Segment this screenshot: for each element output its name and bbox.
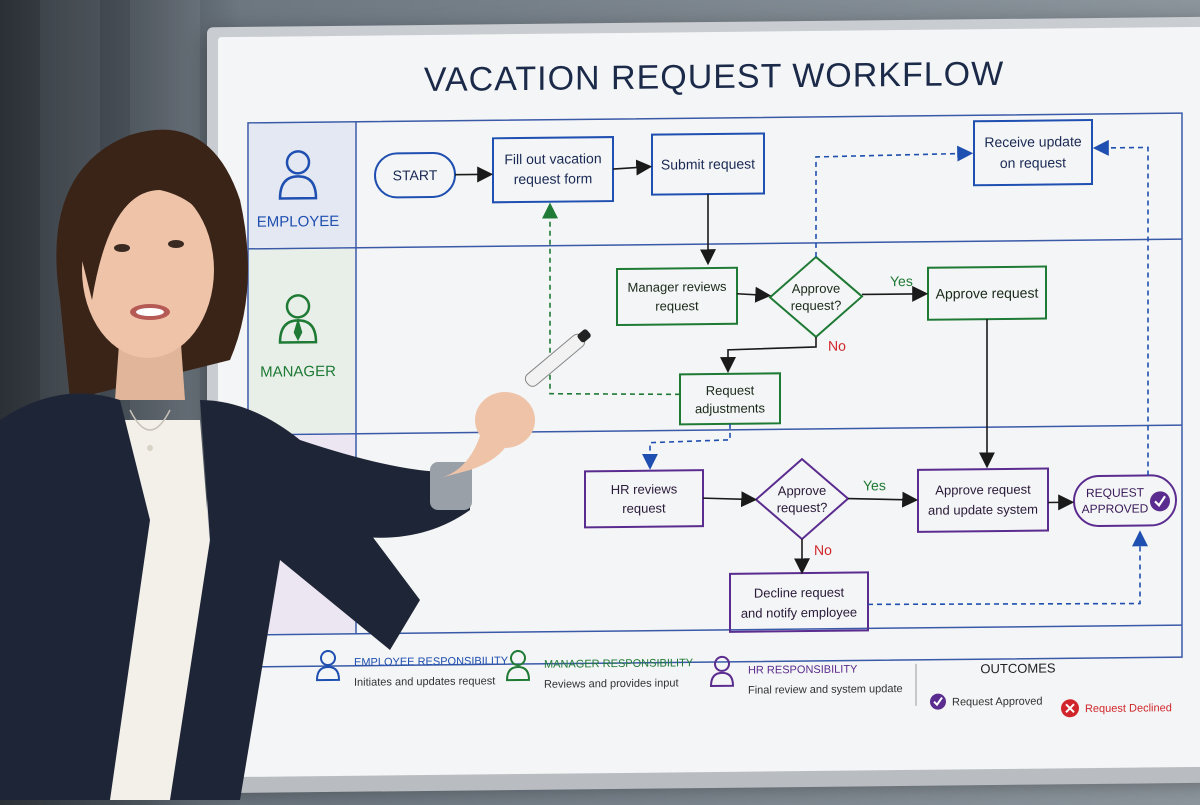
hr-approve-label-1: Approve request [935,482,1031,498]
receive-update-label-1: Receive update [984,133,1082,150]
hr-approve-node [918,469,1048,532]
hr-reviews-label-2: request [622,501,666,516]
hr-reviews-label-1: HR reviews [611,481,678,497]
request-adjustments-label-2: adjustments [695,400,766,416]
manager-yes-label: Yes [890,273,913,289]
legend-outcome-approved: Request Approved [952,696,1043,709]
manager-reviews-label-2: request [655,298,699,313]
legend-outcome-declined: Request Declined [1085,702,1172,715]
receive-update-node [974,120,1092,185]
dashed-arrows [550,147,1148,609]
legend-hr-desc: Final review and system update [748,683,903,697]
request-adjustments-label-1: Request [706,383,755,399]
receive-update-label-2: on request [1000,154,1066,171]
manager-approve-label: Approve request [936,285,1039,302]
hr-reviews-node [585,470,703,527]
hr-no-label: No [814,542,832,558]
decline-label-1: Decline request [754,585,845,601]
legend-hr-title: HR RESPONSIBILITY [748,663,858,676]
manager-decision-label-2: request? [791,298,842,314]
manager-decision-label-1: Approve [792,281,840,297]
manager-reviews-label-1: Manager reviews [628,279,727,295]
manager-no-label: No [828,338,846,354]
approved-check-icon [1150,491,1170,511]
legend-declined-icon [1061,699,1079,717]
request-approved-label-2: APPROVED [1082,501,1149,516]
hr-decision-label-1: Approve [778,483,826,499]
decline-label-2: and notify employee [741,605,857,621]
submit-label: Submit request [661,156,755,173]
hr-decision-label-2: request? [777,500,828,516]
decline-node [730,572,868,631]
legend-approved-icon [930,694,946,710]
hr-yes-label: Yes [863,477,886,493]
request-adjustments-node [680,373,780,424]
manager-reviews-node [617,268,737,325]
hr-approve-label-2: and update system [928,502,1038,518]
request-approved-label-1: REQUEST [1086,485,1145,500]
legend-outcomes-title: OUTCOMES [980,660,1055,676]
presenter-woman [0,0,600,800]
